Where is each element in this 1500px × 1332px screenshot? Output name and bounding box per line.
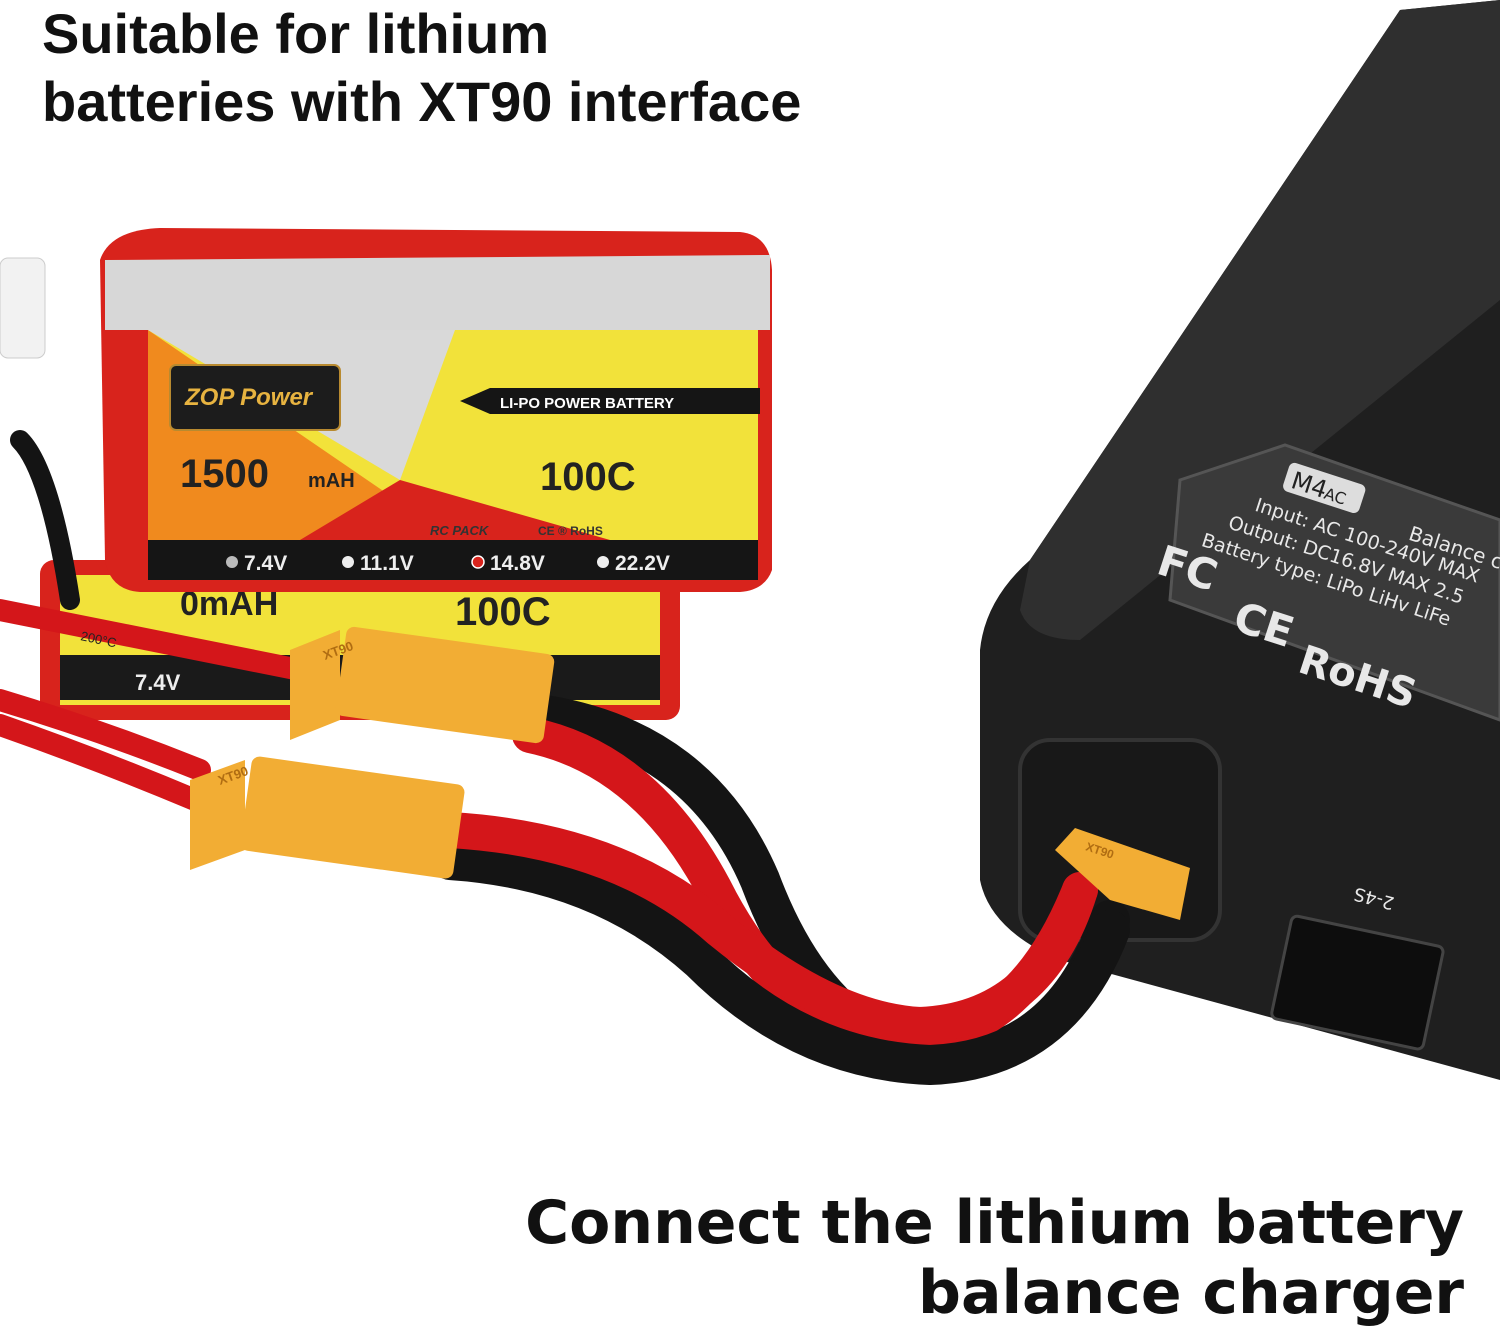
lower-voltage: 7.4V (135, 670, 181, 695)
battery-capacity-unit: mAH (308, 470, 355, 492)
brand-logo: ZOP Power (184, 384, 314, 411)
voltage-option: 7.4V (244, 552, 287, 575)
headline-line-1: Suitable for lithium (42, 2, 550, 65)
battery-type-banner: LI-PO POWER BATTERY (500, 395, 674, 412)
battery-cert-marks: CE ® RoHS (538, 524, 603, 538)
balance-plug (0, 257, 46, 359)
footer-line-2: balance charger (918, 1258, 1464, 1328)
voltage-option-selected: 14.8V (490, 552, 545, 575)
footer-caption: Connect the lithium battery balance char… (525, 1188, 1464, 1328)
xt90-connector-lower: XT90 (190, 756, 465, 879)
y-cable (430, 695, 1130, 1086)
cable-print: 200°C (79, 628, 118, 650)
voltage-option: 22.2V (615, 552, 670, 575)
headline: Suitable for lithium batteries with XT90… (42, 0, 801, 136)
xt90-connector-upper: XT90 (290, 626, 555, 744)
battery-capacity: 1500 (180, 452, 269, 496)
battery-leads: 200°C (0, 430, 311, 811)
battery-discharge: 100C (540, 455, 636, 499)
footer-line-1: Connect the lithium battery (525, 1188, 1464, 1258)
lower-discharge: 100C (455, 590, 551, 634)
voltage-options: 7.4V 11.1V 14.8V 22.2V (226, 552, 670, 575)
rc-pack-label: RC PACK (430, 523, 490, 538)
balance-port (1270, 914, 1445, 1051)
battery-upper: ZOP Power LI-PO POWER BATTERY 1500 mAH 1… (0, 228, 772, 592)
headline-line-2: batteries with XT90 interface (42, 70, 802, 133)
voltage-option: 11.1V (360, 552, 414, 575)
balance-charger: M4 AC Balance c Input: AC 100-240V MAX O… (980, 0, 1500, 1080)
xt90-connector-charger: XT90 (1055, 828, 1190, 920)
